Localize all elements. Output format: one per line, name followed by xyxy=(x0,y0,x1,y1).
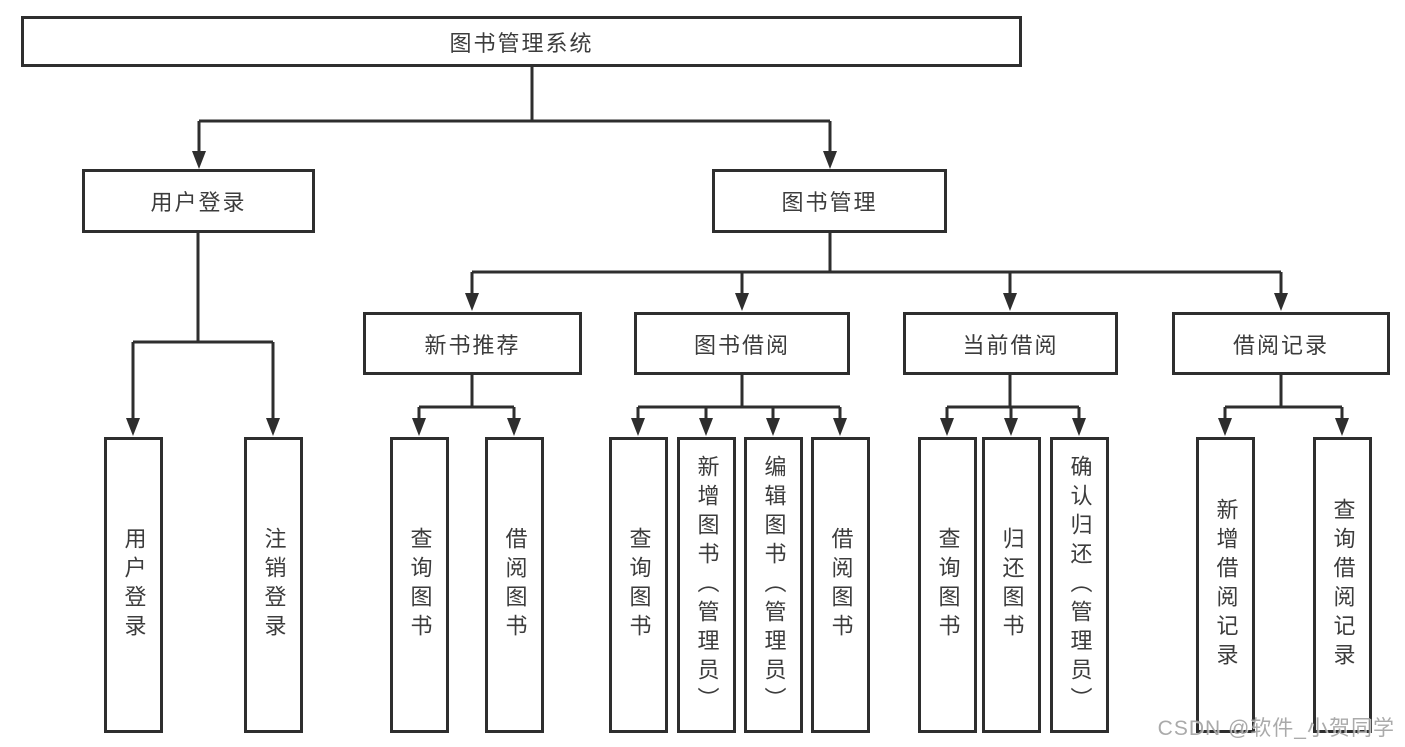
csdn-watermark: CSDN @软件_小贺同学 xyxy=(1157,717,1395,740)
node-book-management: 图书管理 xyxy=(712,169,947,233)
node-borrowing-records: 借阅记录 xyxy=(1172,312,1390,375)
leaf-confirm-return-admin: 确认归还（管理员） xyxy=(1050,437,1109,733)
leaf-logout: 注销登录 xyxy=(244,437,303,733)
node-book-borrowing: 图书借阅 xyxy=(634,312,850,375)
node-current-borrowing: 当前借阅 xyxy=(903,312,1118,375)
node-user-login: 用户登录 xyxy=(82,169,315,233)
leaf-add-borrow-record: 新增借阅记录 xyxy=(1196,437,1255,733)
node-root-library-system: 图书管理系统 xyxy=(21,16,1022,67)
leaf-query-borrow-record: 查询借阅记录 xyxy=(1313,437,1372,733)
leaf-return-books: 归还图书 xyxy=(982,437,1041,733)
leaf-newbooks-query-books: 查询图书 xyxy=(390,437,449,733)
leaf-newbooks-borrow-books: 借阅图书 xyxy=(485,437,544,733)
node-new-book-recommend: 新书推荐 xyxy=(363,312,582,375)
leaf-user-login: 用户登录 xyxy=(104,437,163,733)
leaf-borrowing-query-books: 查询图书 xyxy=(609,437,668,733)
leaf-current-query-books: 查询图书 xyxy=(918,437,977,733)
leaf-add-books-admin: 新增图书（管理员） xyxy=(677,437,736,733)
leaf-edit-books-admin: 编辑图书（管理员） xyxy=(744,437,803,733)
leaf-borrowing-borrow-books: 借阅图书 xyxy=(811,437,870,733)
